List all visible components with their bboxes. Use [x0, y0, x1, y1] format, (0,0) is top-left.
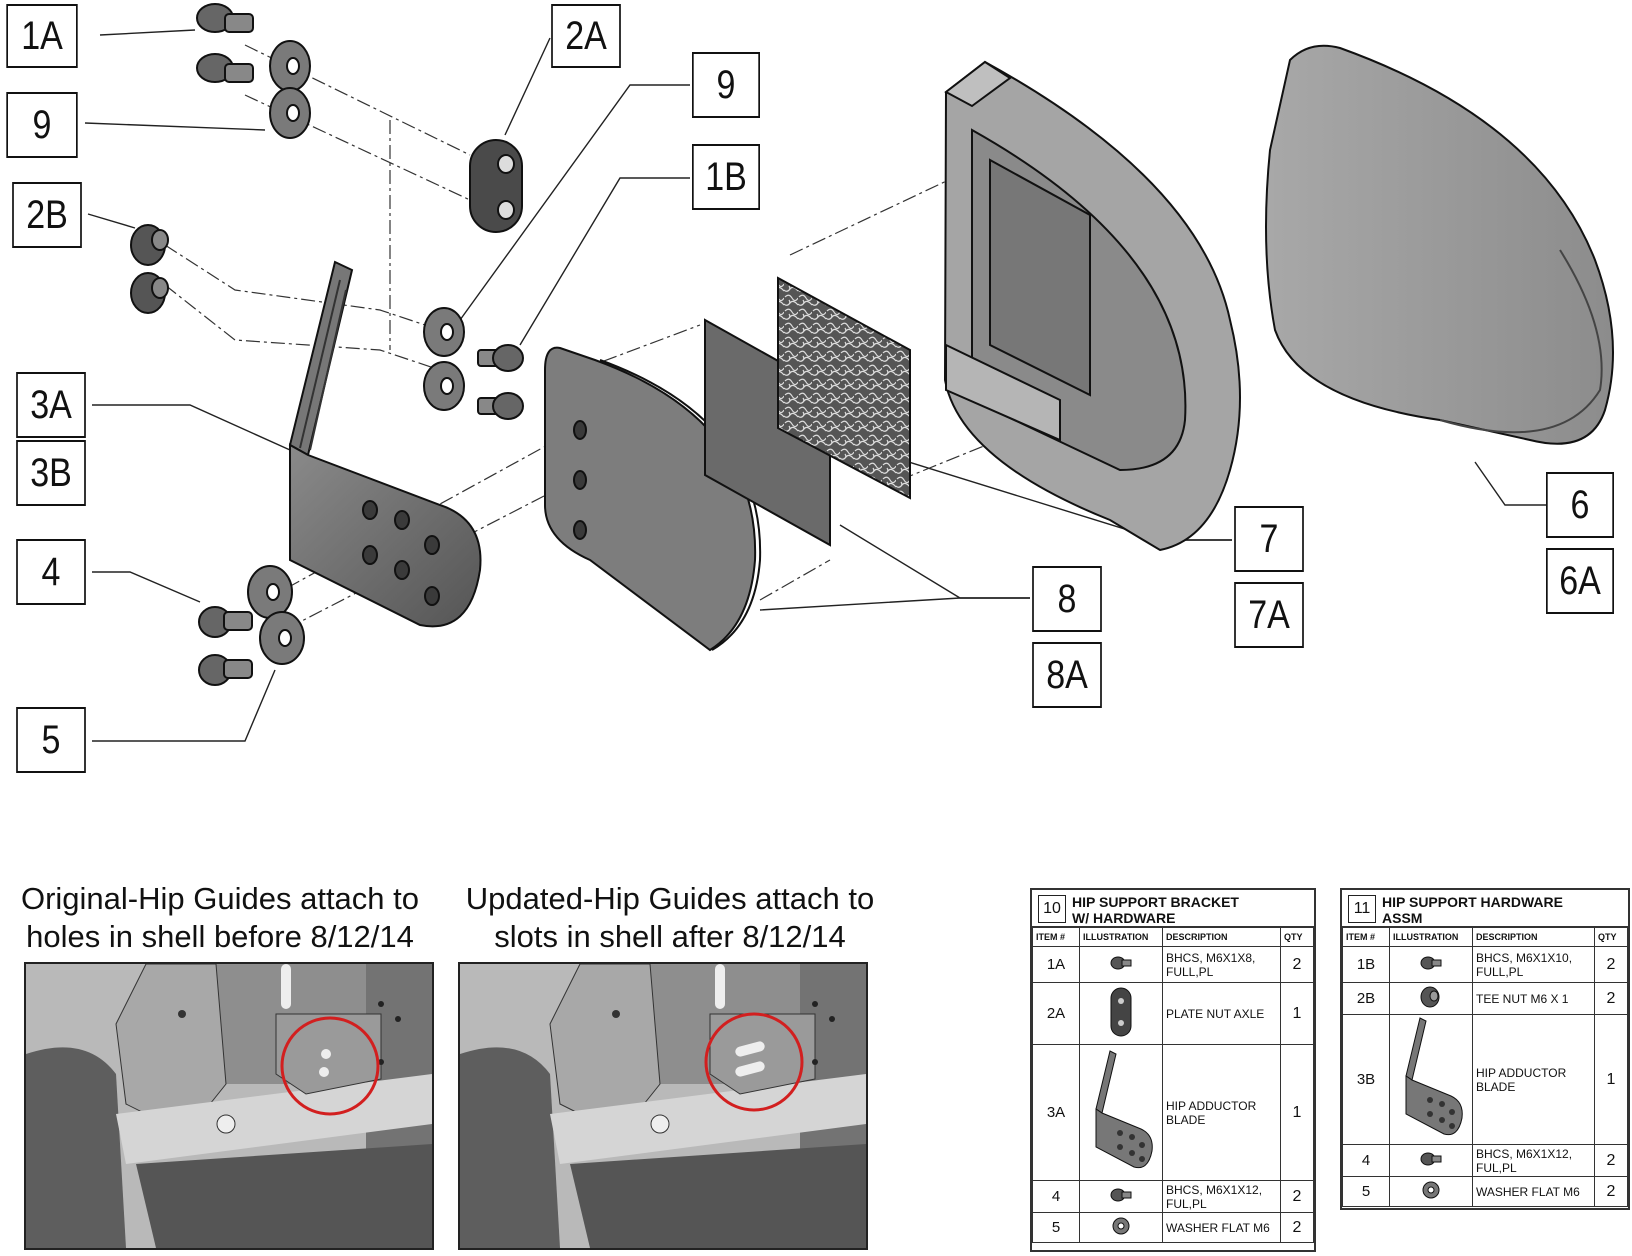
washer-5-lower: [259, 611, 305, 665]
col-description: DESCRIPTION: [1472, 927, 1595, 947]
screw-1a-lower: [196, 53, 254, 83]
caption-original: Original-Hip Guides attach to holes in s…: [0, 880, 440, 956]
washer-9b-lower: [423, 361, 465, 411]
screw-1a-upper: [196, 3, 254, 33]
screw-4-upper: [198, 606, 253, 638]
col-description: DESCRIPTION: [1162, 927, 1281, 947]
parts-table-11: 11 HIP SUPPORT HARDWARE ASSM ITEM # ILLU…: [1340, 888, 1630, 1210]
screw-4-lower: [198, 654, 253, 686]
callout-3b: 3B: [16, 440, 86, 506]
washer-icon: [1422, 1181, 1440, 1199]
hip-adductor-blade: [288, 260, 482, 628]
washer-9b-upper: [423, 307, 465, 357]
screw-1b-lower: [477, 392, 524, 420]
table-row: 1A BHCS, M6X1X8, FULL,PL 2: [1032, 946, 1314, 983]
table-11-title: HIP SUPPORT HARDWARE ASSM: [1382, 894, 1563, 926]
table-10-number: 10: [1038, 895, 1066, 923]
caption-updated-line2: slots in shell after 8/12/14: [494, 919, 846, 954]
callout-5: 5: [16, 707, 86, 773]
exploded-assembly-diagram: [84, 3, 1614, 742]
col-qty: QTY: [1280, 927, 1314, 947]
table-row: 2B TEE NUT M6 X 1 2: [1342, 982, 1628, 1015]
foam-insert: [777, 276, 911, 500]
table-10-title: HIP SUPPORT BRACKET W/ HARDWARE: [1072, 894, 1239, 926]
caption-updated-line1: Updated-Hip Guides attach to: [465, 881, 875, 916]
table-10-grid: ITEM # ILLUSTRATION DESCRIPTION QTY 1A B…: [1032, 927, 1314, 1243]
table-11-grid: ITEM # ILLUSTRATION DESCRIPTION QTY 1B B…: [1342, 927, 1628, 1207]
callout-9-right: 9: [692, 52, 760, 118]
screw-icon: [1110, 956, 1132, 970]
callout-2a: 2A: [551, 4, 621, 68]
tee-nut-2b-upper: [130, 224, 169, 266]
col-illustration: ILLUSTRATION: [1389, 927, 1473, 947]
hip-blade-icon: [1095, 1050, 1153, 1169]
callout-1a: 1A: [6, 4, 78, 68]
callout-8a: 8A: [1032, 642, 1102, 708]
backing-plate-8: [544, 346, 762, 652]
plate-nut-2a: [469, 139, 523, 233]
tee-nut-icon: [1420, 986, 1440, 1008]
washer-9-upper: [269, 40, 311, 92]
callout-8: 8: [1032, 566, 1102, 632]
plate-nut-icon: [1110, 987, 1132, 1037]
photo-updated-slots: [458, 962, 868, 1250]
washer-9-lower: [269, 87, 311, 139]
table-row: 4 BHCS, M6X1X12, FUL,PL 2: [1342, 1144, 1628, 1177]
washer-5-upper: [247, 565, 293, 619]
screw-icon: [1110, 1188, 1132, 1202]
photo-original-holes: [24, 962, 434, 1250]
table-row: 3B HIP ADDUCTOR BLADE 1: [1342, 1014, 1628, 1145]
cushion-frame-7: [943, 60, 1241, 552]
col-item: ITEM #: [1342, 927, 1390, 947]
col-qty: QTY: [1594, 927, 1628, 947]
callout-7: 7: [1234, 506, 1304, 572]
cushion-cover-6: [1265, 44, 1614, 445]
col-item: ITEM #: [1032, 927, 1080, 947]
callout-9-left: 9: [6, 92, 78, 158]
screw-icon: [1420, 1152, 1442, 1166]
callout-3a: 3A: [16, 372, 86, 438]
screw-1b-upper: [477, 344, 524, 372]
washer-icon: [1112, 1217, 1130, 1235]
caption-updated: Updated-Hip Guides attach to slots in sh…: [455, 880, 885, 956]
callout-1b: 1B: [692, 144, 760, 210]
table-10-header: 10 HIP SUPPORT BRACKET W/ HARDWARE: [1032, 890, 1314, 927]
screw-icon: [1420, 956, 1442, 970]
table-11-header: 11 HIP SUPPORT HARDWARE ASSM: [1342, 890, 1628, 927]
table-row: 5 WASHER FLAT M6 2: [1032, 1212, 1314, 1243]
leader-lines: [84, 29, 1548, 742]
tee-nut-2b-lower: [130, 272, 169, 314]
callout-6a: 6A: [1546, 548, 1614, 614]
table-row: 2A PLATE NUT AXLE 1: [1032, 982, 1314, 1045]
table-row: 5 WASHER FLAT M6 2: [1342, 1176, 1628, 1207]
callout-6: 6: [1546, 472, 1614, 538]
caption-original-line1: Original-Hip Guides attach to: [20, 881, 420, 916]
callout-7a: 7A: [1234, 582, 1304, 648]
callout-4: 4: [16, 539, 86, 605]
table-row: 1B BHCS, M6X1X10, FULL,PL 2: [1342, 946, 1628, 983]
col-illustration: ILLUSTRATION: [1079, 927, 1163, 947]
table-11-number: 11: [1348, 895, 1376, 923]
caption-original-line2: holes in shell before 8/12/14: [26, 919, 414, 954]
table-row: 3A HIP ADDUCTOR BLADE 1: [1032, 1044, 1314, 1181]
callout-2b: 2B: [12, 182, 82, 248]
table-row: 4 BHCS, M6X1X12, FUL,PL 2: [1032, 1180, 1314, 1213]
hip-blade-icon: [1405, 1017, 1463, 1136]
parts-table-10: 10 HIP SUPPORT BRACKET W/ HARDWARE ITEM …: [1030, 888, 1316, 1252]
